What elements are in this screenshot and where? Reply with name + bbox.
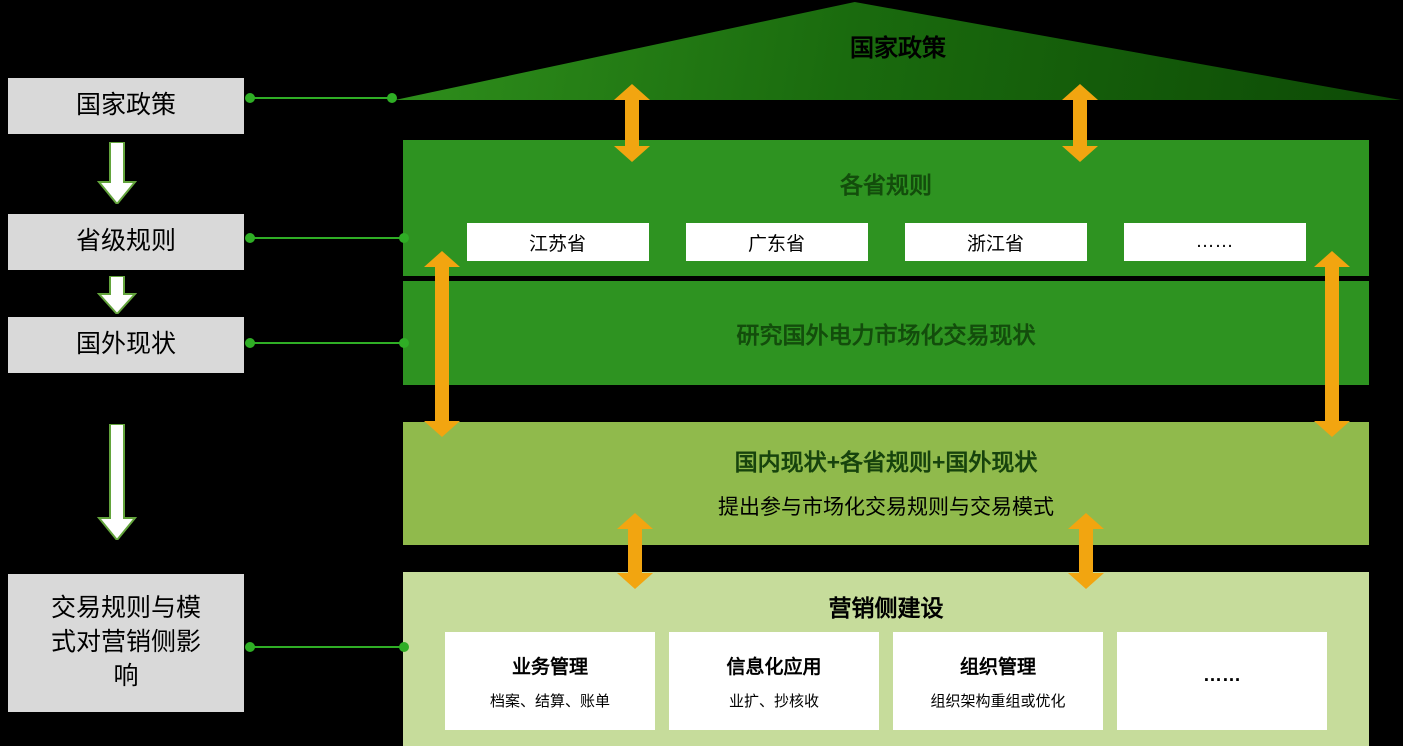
marketing-box-title: …… xyxy=(1203,664,1241,686)
connector-line-provincial-rules xyxy=(245,233,409,243)
marketing-box-informatization: 信息化应用 业扩、抄核收 xyxy=(669,632,879,730)
double-arrow-icon xyxy=(617,513,653,589)
connector-dot xyxy=(399,338,409,348)
connector-line-national-policy xyxy=(245,93,397,103)
province-box-more: …… xyxy=(1123,223,1306,261)
combine-layer-title: 国内现状+各省规则+国外现状 xyxy=(734,449,1038,475)
provinces-layer-title: 各省规则 xyxy=(840,172,932,198)
marketing-box-more: …… xyxy=(1117,632,1327,730)
connector-dot xyxy=(245,338,255,348)
double-arrow-icon xyxy=(1314,251,1350,437)
down-arrow-icon xyxy=(97,142,137,204)
marketing-box-business: 业务管理 档案、结算、账单 xyxy=(445,632,655,730)
foreign-research-layer: 研究国外电力市场化交易现状 xyxy=(403,281,1369,385)
province-box-label: …… xyxy=(1195,231,1234,252)
double-arrow-icon xyxy=(424,251,460,437)
combine-layer: 国内现状+各省规则+国外现状 提出参与市场化交易规则与交易模式 xyxy=(403,422,1369,545)
left-label-text: 国家政策 xyxy=(75,91,176,120)
province-box-row: 江苏省 广东省 浙江省 …… xyxy=(403,223,1369,261)
connector-dot xyxy=(245,642,255,652)
province-box-zhejiang: 浙江省 xyxy=(904,223,1087,261)
province-box-guangdong: 广东省 xyxy=(685,223,868,261)
connector-dot xyxy=(245,233,255,243)
foreign-research-title: 研究国外电力市场化交易现状 xyxy=(736,322,1036,348)
combine-layer-subtitle: 提出参与市场化交易规则与交易模式 xyxy=(718,496,1054,519)
connector-dot xyxy=(399,642,409,652)
marketing-box-row: 业务管理 档案、结算、账单 信息化应用 业扩、抄核收 组织管理 组织架构重组或优… xyxy=(403,632,1369,730)
marketing-box-title: 组织管理 xyxy=(959,656,1036,678)
down-arrow-icon xyxy=(97,424,137,540)
double-arrow-icon xyxy=(1068,513,1104,589)
marketing-box-title: 业务管理 xyxy=(511,656,588,678)
connector-dot xyxy=(245,93,255,103)
left-label-provincial-rules: 省级规则 xyxy=(8,214,244,270)
left-label-text: 国外现状 xyxy=(75,330,176,359)
province-box-jiangsu: 江苏省 xyxy=(466,223,649,261)
marketing-box-subtitle: 档案、结算、账单 xyxy=(489,692,610,710)
marketing-box-subtitle: 组织架构重组或优化 xyxy=(930,692,1066,710)
province-box-label: 广东省 xyxy=(747,233,805,255)
marketing-box-title: 信息化应用 xyxy=(726,656,822,678)
province-box-label: 浙江省 xyxy=(966,233,1024,255)
connector-dot xyxy=(387,93,397,103)
left-label-text: 省级规则 xyxy=(75,227,176,256)
left-label-foreign-status: 国外现状 xyxy=(8,317,244,373)
roof-title: 国家政策 xyxy=(850,35,946,62)
connector-line-marketing xyxy=(245,642,409,652)
marketing-box-organization: 组织管理 组织架构重组或优化 xyxy=(893,632,1103,730)
marketing-layer-title: 营销侧建设 xyxy=(828,595,944,621)
connector-dot xyxy=(399,233,409,243)
provinces-layer: 各省规则 江苏省 广东省 浙江省 …… xyxy=(403,140,1369,276)
marketing-box-subtitle: 业扩、抄核收 xyxy=(728,692,819,710)
pyramid-roof: 国家政策 xyxy=(395,2,1401,100)
left-label-text: 交易规则与模式对营销侧影响 xyxy=(50,594,201,690)
double-arrow-icon xyxy=(1062,84,1098,162)
marketing-layer: 营销侧建设 业务管理 档案、结算、账单 信息化应用 业扩、抄核收 组织管理 组织… xyxy=(403,572,1369,746)
connector-line-foreign-status xyxy=(245,338,409,348)
left-label-national-policy: 国家政策 xyxy=(8,78,244,134)
left-label-impact-on-marketing: 交易规则与模式对营销侧影响 xyxy=(8,574,244,712)
down-arrow-icon xyxy=(97,276,137,314)
province-box-label: 江苏省 xyxy=(528,233,586,255)
double-arrow-icon xyxy=(614,84,650,162)
